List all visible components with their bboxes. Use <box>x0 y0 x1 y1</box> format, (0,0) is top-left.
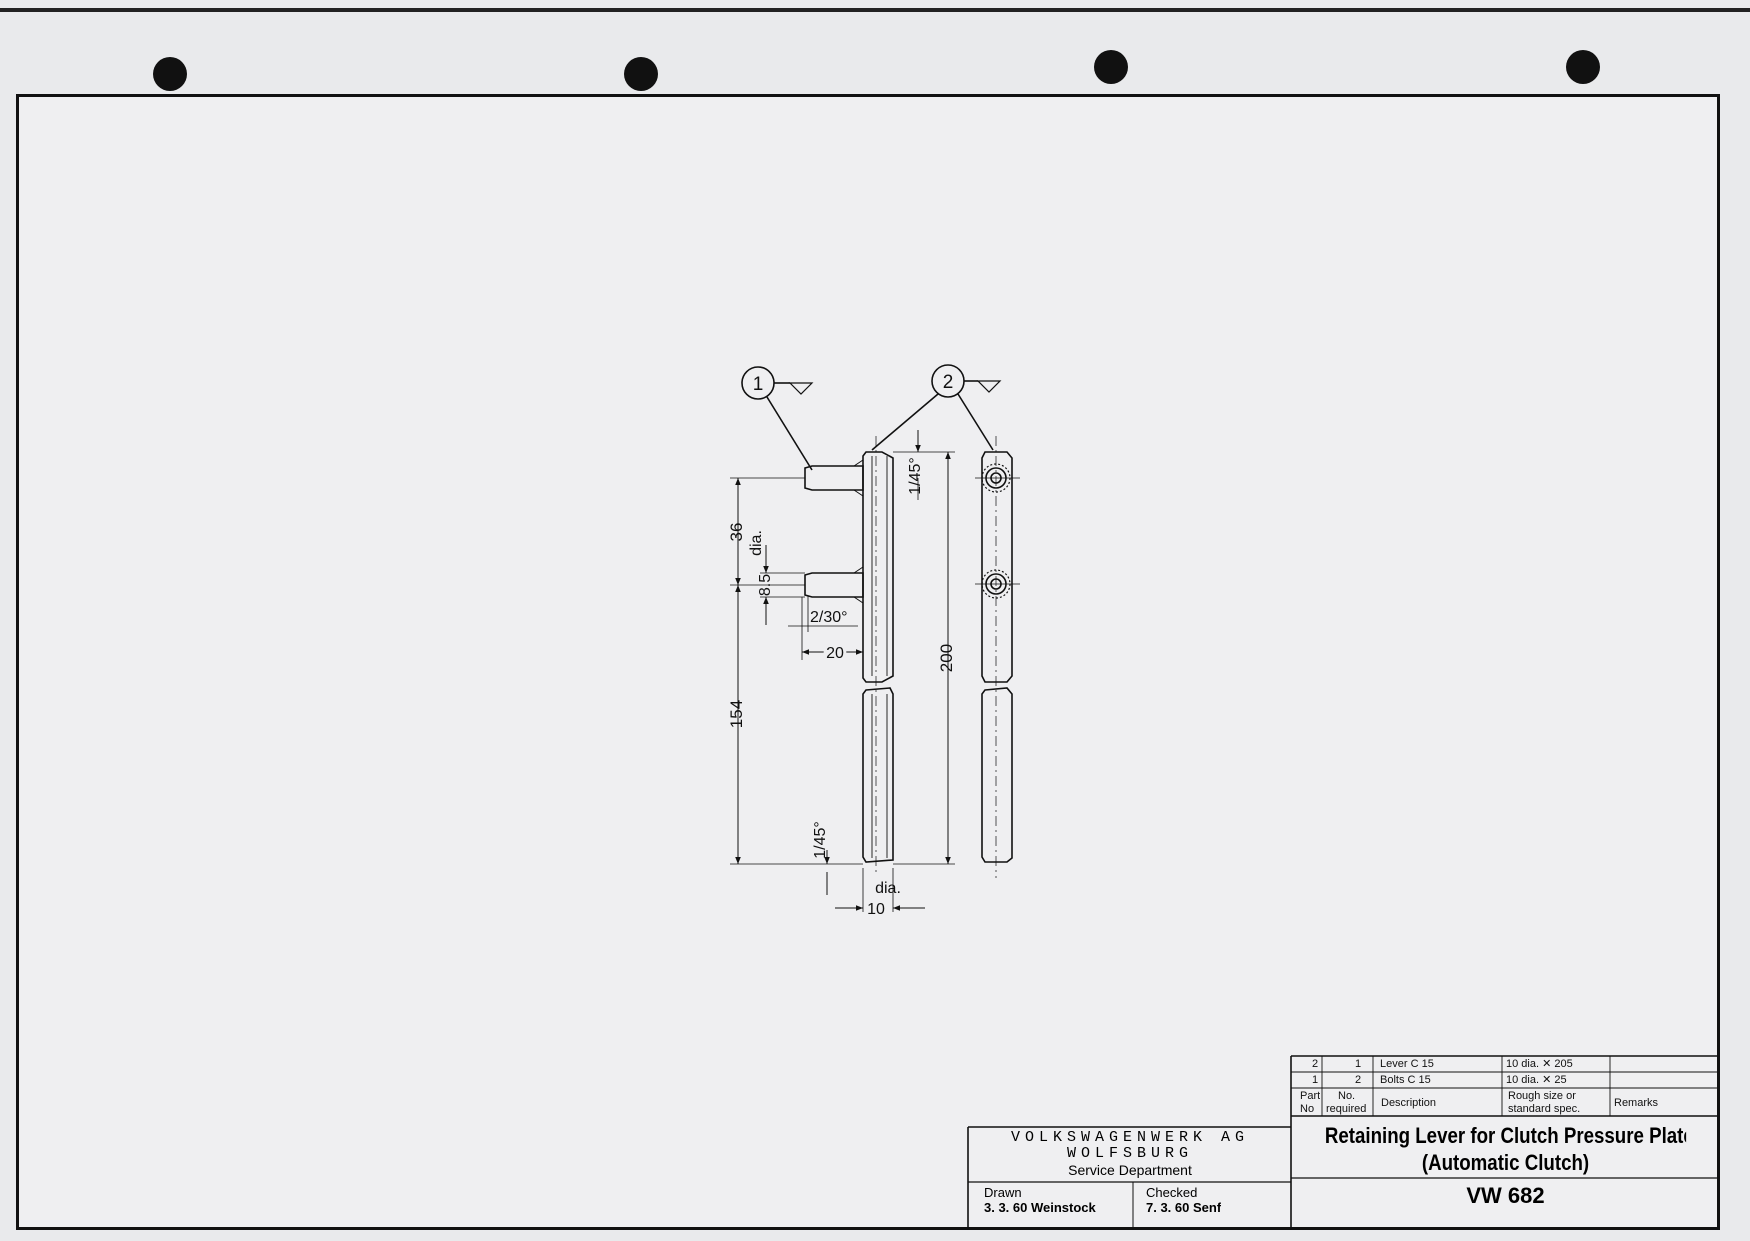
dimension-dia-upper: dia. <box>748 530 765 556</box>
drawing-number: VW 682 <box>1466 1183 1545 1208</box>
sheet-top-edge <box>0 8 1750 12</box>
dimension-chamfer-top: 1/45° <box>907 457 924 495</box>
title-block-lines <box>967 1055 1720 1230</box>
header-qty-1: No. <box>1338 1090 1356 1102</box>
balloon-part-1 <box>741 366 814 471</box>
dimension-chamfer-bottom: 1/45° <box>812 821 829 859</box>
dimension-200: 200 <box>937 644 956 672</box>
company-city: WOLFSBURG <box>1066 1146 1193 1162</box>
punch-hole <box>153 57 187 91</box>
balloon-1-label: 1 <box>753 374 764 395</box>
lever-front-view <box>862 436 894 875</box>
balloon-2-label: 2 <box>943 372 954 393</box>
lever-side-view <box>975 436 1020 878</box>
parts-row-size: 10 dia. ✕ 205 <box>1506 1058 1573 1070</box>
header-description: Description <box>1381 1097 1437 1109</box>
checked-label: Checked <box>1146 1185 1198 1200</box>
parts-row-qty: 2 <box>1355 1074 1362 1086</box>
drawn-label: Drawn <box>984 1185 1022 1200</box>
header-size-2: standard spec. <box>1508 1103 1581 1115</box>
header-size-1: Rough size or <box>1508 1090 1576 1102</box>
dimension-20: 20 <box>826 645 844 662</box>
dimension-chamfer-2-30: 2/30° <box>810 609 848 626</box>
drawing-frame <box>16 94 1720 1230</box>
bolt-upper <box>804 459 864 497</box>
dimension-36: 36 <box>727 523 746 542</box>
punch-hole <box>624 57 658 91</box>
header-qty-2: required <box>1326 1103 1367 1115</box>
drawn-value: 3. 3. 60 Weinstock <box>984 1200 1096 1215</box>
company-name: VOLKSWAGENWERK AG <box>1010 1130 1250 1146</box>
punch-hole <box>1094 50 1128 84</box>
punch-hole <box>1566 50 1600 84</box>
drawing-title-line1: Retaining Lever for Clutch Pressure Plat… <box>1324 1123 1687 1148</box>
parts-row-part-no: 1 <box>1312 1074 1319 1086</box>
parts-row-qty: 1 <box>1355 1058 1362 1070</box>
drawing-title-line2: (Automatic Clutch) <box>1421 1150 1590 1175</box>
dimension-10: 10 <box>867 901 885 918</box>
checked-value: 7. 3. 60 Senf <box>1146 1200 1222 1215</box>
parts-row-description: Bolts C 15 <box>1380 1074 1431 1086</box>
balloon-part-2 <box>871 364 1002 451</box>
parts-row-part-no: 2 <box>1312 1058 1319 1070</box>
header-part-no-1: Part <box>1300 1090 1321 1102</box>
parts-row-description: Lever C 15 <box>1380 1058 1434 1070</box>
bolt-lower <box>804 566 864 604</box>
dimension-8-5: 8.5 <box>757 574 774 596</box>
header-remarks: Remarks <box>1614 1097 1659 1109</box>
parts-row-size: 10 dia. ✕ 25 <box>1506 1074 1567 1086</box>
header-part-no-2: No <box>1300 1103 1315 1115</box>
dimension-154: 154 <box>727 700 746 728</box>
dimension-dia-lower: dia. <box>875 880 901 897</box>
company-department: Service Department <box>1068 1162 1192 1178</box>
